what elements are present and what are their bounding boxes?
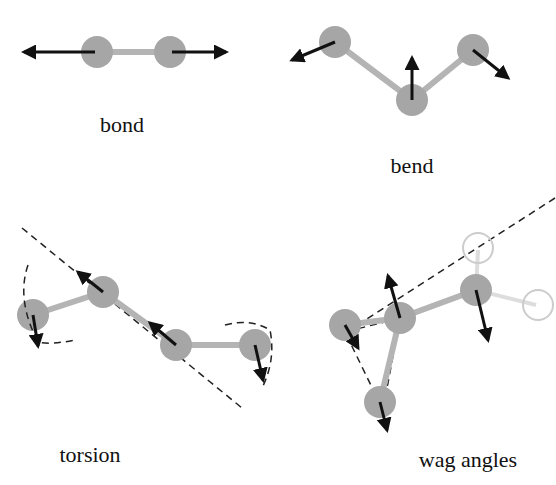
bond-illustration xyxy=(24,36,226,68)
wag-illustration xyxy=(329,198,555,430)
coordinate-label: wag angles xyxy=(419,447,517,473)
coordinate-label: torsion xyxy=(59,442,120,468)
coordinate-label: bond xyxy=(100,112,144,138)
bend-illustration xyxy=(292,26,508,116)
torsion-illustration xyxy=(17,228,272,408)
coordinate-label: bend xyxy=(391,153,434,179)
